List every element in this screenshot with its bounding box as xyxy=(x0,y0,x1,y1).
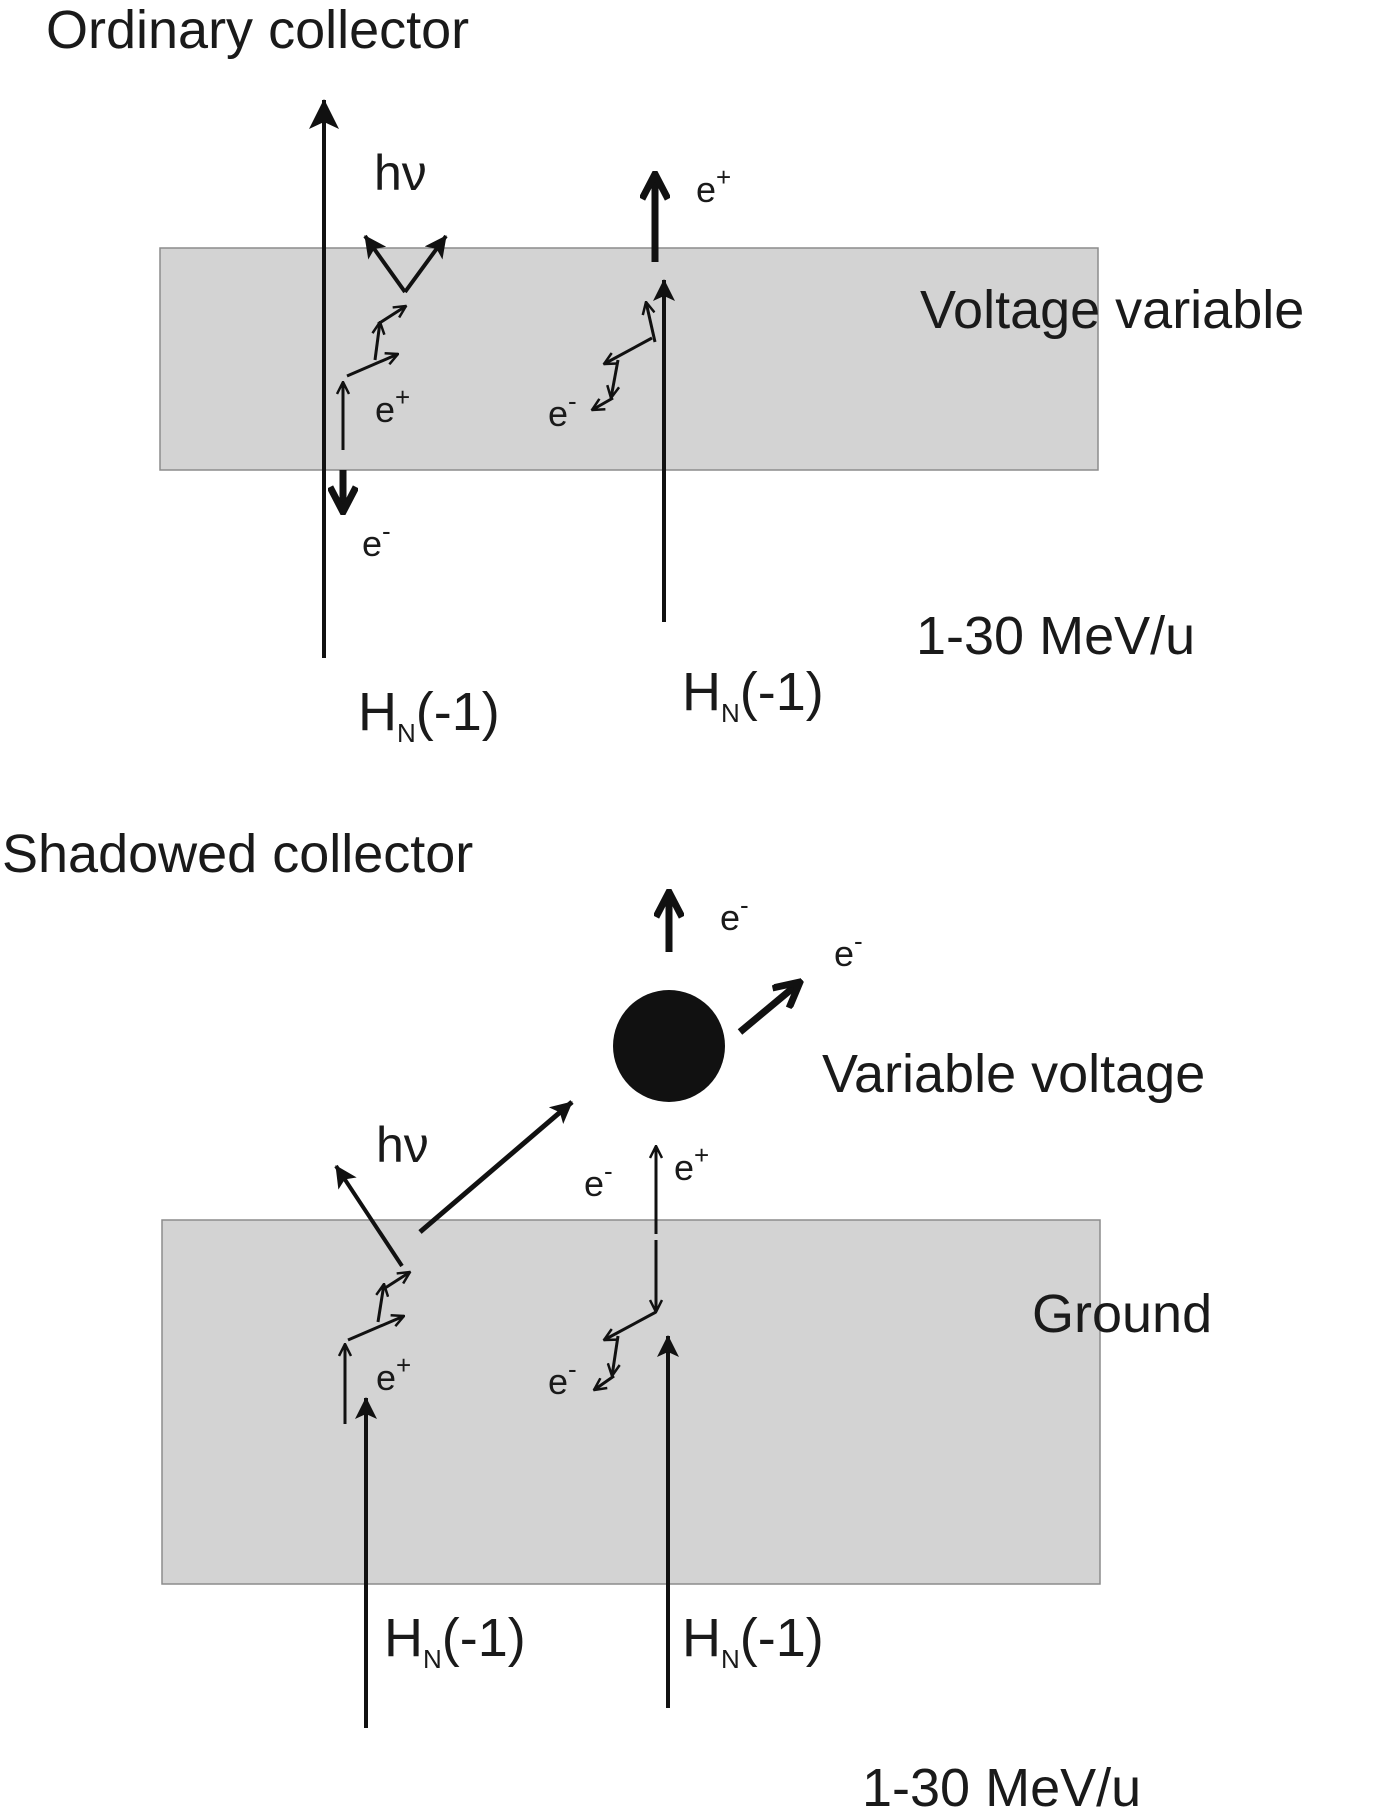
top-left-cascade xyxy=(343,234,448,512)
top-positron-inner-label: e+ xyxy=(375,382,410,430)
collector-electron-right-label: e- xyxy=(834,926,863,974)
cascade-step xyxy=(375,322,380,361)
collector-electron-right-arrow xyxy=(737,982,800,1035)
bottom-beam-label-left: HN(-1) xyxy=(384,1608,526,1674)
top-energy-label: 1-30 MeV/u xyxy=(916,606,1195,666)
bottom-energy-label: 1-30 MeV/u xyxy=(862,1758,1141,1818)
shadowed-collector-panel: Shadowed collector Ground Variable volta… xyxy=(2,824,1212,1818)
bottom-photon-label: hν xyxy=(376,1117,429,1173)
top-collector-plate xyxy=(159,247,1099,471)
bottom-ground-plate xyxy=(161,1219,1101,1585)
bottom-left-cascade xyxy=(334,1100,574,1424)
cascade-step xyxy=(646,302,657,343)
top-positron-exit-label: e+ xyxy=(696,162,731,210)
top-right-cascade xyxy=(592,174,655,410)
cascade-step xyxy=(594,1374,615,1390)
cascade-step xyxy=(604,336,653,364)
cascade-step xyxy=(377,306,406,326)
cascade-step xyxy=(612,1335,618,1376)
photon-arrow-right xyxy=(403,234,448,294)
bottom-exit-positron-label: e+ xyxy=(674,1140,709,1188)
top-electron-inner-label: e- xyxy=(548,386,577,434)
shadowed-collector-sphere xyxy=(613,990,725,1102)
cascade-step xyxy=(346,354,398,378)
bottom-electron-inner-label: e- xyxy=(548,1354,577,1402)
cascade-step xyxy=(592,396,614,410)
bottom-exit-electron-label: e- xyxy=(584,1156,613,1204)
top-plate-label: Voltage variable xyxy=(920,280,1304,340)
top-photon-label: hν xyxy=(374,145,427,201)
top-panel-title: Ordinary collector xyxy=(46,0,469,60)
bottom-plate-label: Ground xyxy=(1032,1284,1212,1344)
bottom-panel-title: Shadowed collector xyxy=(2,824,473,884)
photon-arrow-left xyxy=(334,1164,404,1268)
collector-voltage-label: Variable voltage xyxy=(822,1044,1205,1104)
top-beam-label-left: HN(-1) xyxy=(358,682,500,748)
collector-electron-up-label: e- xyxy=(720,890,749,938)
photon-to-collector-arrow xyxy=(418,1100,574,1234)
bottom-beam-label-right: HN(-1) xyxy=(682,1608,824,1674)
cascade-step xyxy=(604,1310,657,1340)
top-beam-label-right: HN(-1) xyxy=(682,662,824,728)
cascade-step xyxy=(381,1272,410,1292)
cascade-step xyxy=(347,1316,404,1342)
top-electron-exit-label: e- xyxy=(362,516,391,564)
bottom-right-cascade xyxy=(594,1146,656,1390)
bottom-positron-inner-label: e+ xyxy=(376,1350,411,1398)
ordinary-collector-panel: Ordinary collector Voltage variable hν xyxy=(46,0,1304,748)
photon-arrow-left xyxy=(363,234,407,294)
cascade-step xyxy=(611,359,618,398)
